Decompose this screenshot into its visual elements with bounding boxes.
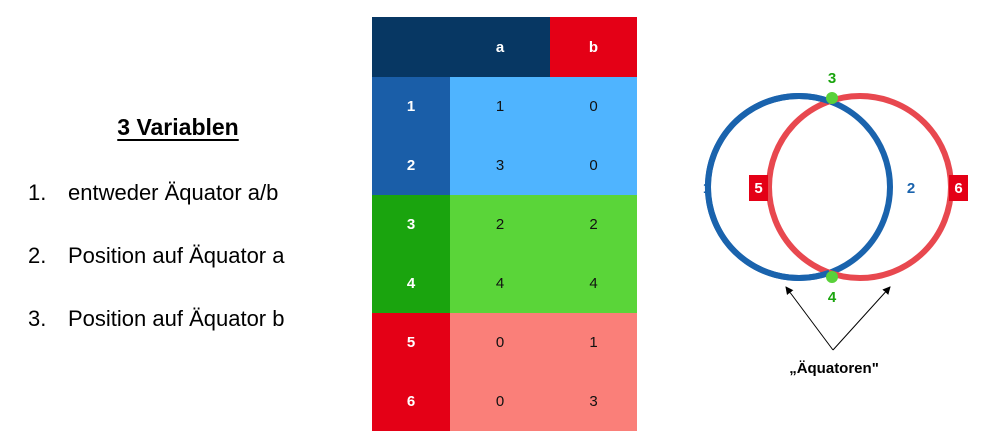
- row-a-cell: 1: [450, 77, 550, 136]
- equator-diagram: 3 4 1 2 5 6 „Äquatoren": [676, 0, 1000, 441]
- row-label-cell: 6: [372, 372, 450, 431]
- list-item: 2. Position auf Äquator a: [28, 237, 284, 274]
- blue-right-label: 2: [907, 180, 915, 197]
- row-label-cell: 3: [372, 195, 450, 254]
- top-point-label: 3: [828, 70, 836, 87]
- row-label-cell: 5: [372, 313, 450, 372]
- row-b-cell: 0: [550, 136, 637, 195]
- table-row: 5 0 1: [372, 313, 637, 372]
- list-number: 1.: [28, 180, 47, 205]
- list-number: 3.: [28, 306, 47, 331]
- red-left-label-box: [749, 175, 768, 201]
- bottom-point-label: 4: [828, 289, 837, 306]
- row-b-cell: 3: [550, 372, 637, 431]
- top-intersection-dot: [826, 92, 838, 104]
- red-left-label: 5: [754, 180, 762, 197]
- row-a-cell: 2: [450, 195, 550, 254]
- table-row: 3 2 2: [372, 195, 637, 254]
- equators-caption: „Äquatoren": [789, 360, 879, 377]
- table-row: 2 3 0: [372, 136, 637, 195]
- list-item: 3. Position auf Äquator b: [28, 300, 284, 337]
- list-text: Position auf Äquator a: [68, 243, 285, 268]
- table-row: 6 0 3: [372, 372, 637, 431]
- blue-equator-front-arc: [704, 93, 831, 281]
- list-number: 2.: [28, 243, 47, 268]
- header-a-cell: a: [450, 17, 550, 77]
- header-b-cell: b: [550, 17, 637, 77]
- arrow-right: [832, 286, 891, 351]
- row-label-cell: 1: [372, 77, 450, 136]
- table-row: 1 1 0: [372, 77, 637, 136]
- variables-list: 1. entweder Äquator a/b 2. Position auf …: [28, 174, 284, 363]
- row-a-cell: 4: [450, 254, 550, 313]
- table-header: a b: [372, 17, 637, 77]
- heading: 3 Variablen: [117, 114, 239, 140]
- row-b-cell: 1: [550, 313, 637, 372]
- variables-panel: 3 Variablen 1. entweder Äquator a/b 2. P…: [0, 0, 372, 441]
- row-b-cell: 2: [550, 195, 637, 254]
- arrow-left: [785, 286, 834, 351]
- row-b-cell: 0: [550, 77, 637, 136]
- row-a-cell: 3: [450, 136, 550, 195]
- bottom-intersection-dot: [826, 271, 838, 283]
- red-right-label-box: [949, 175, 968, 201]
- table-row: 4 4 4: [372, 254, 637, 313]
- equator-diagram-svg: 3 4 1 2 5 6 „Äquatoren": [703, 70, 968, 377]
- red-right-label: 6: [954, 180, 962, 197]
- row-label-cell: 4: [372, 254, 450, 313]
- header-corner-cell: [372, 17, 450, 77]
- blue-left-label: 1: [703, 180, 711, 197]
- list-item: 1. entweder Äquator a/b: [28, 174, 284, 211]
- row-a-cell: 0: [450, 372, 550, 431]
- mapping-table: a b 1 1 0 2 3 0 3 2 2 4 4 4 5 0 1 6 0 3: [372, 17, 637, 431]
- list-text: entweder Äquator a/b: [68, 180, 279, 205]
- row-label-cell: 2: [372, 136, 450, 195]
- row-a-cell: 0: [450, 313, 550, 372]
- row-b-cell: 4: [550, 254, 637, 313]
- list-text: Position auf Äquator b: [68, 306, 285, 331]
